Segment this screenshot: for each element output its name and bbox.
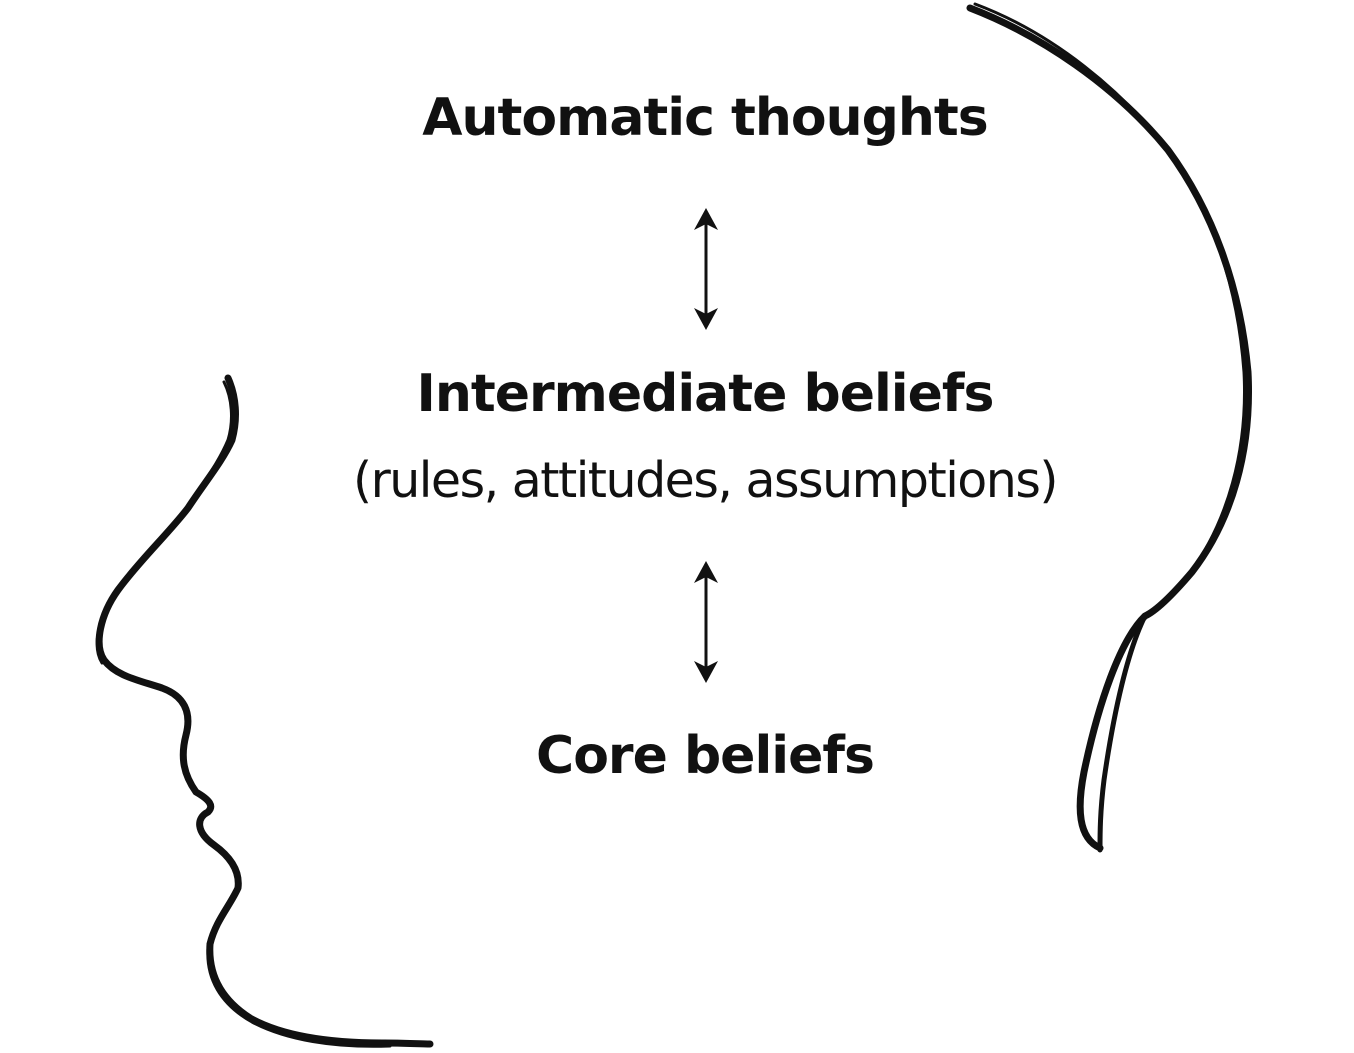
core-beliefs-label: Core beliefs <box>536 726 875 786</box>
chin-line-double <box>206 886 392 1048</box>
face-profile-line-double <box>95 380 233 665</box>
intermediate-beliefs-detail: (rules, attitudes, assumptions) <box>352 452 1059 509</box>
back-of-head-line-double <box>973 2 1246 848</box>
intermediate-beliefs-label: Intermediate beliefs <box>416 364 995 424</box>
bidirectional-arrow-icon <box>694 561 718 683</box>
automatic-thoughts-label: Automatic thoughts <box>422 88 988 148</box>
neck-line <box>1097 613 1148 853</box>
bidirectional-arrow-icon <box>694 208 718 330</box>
